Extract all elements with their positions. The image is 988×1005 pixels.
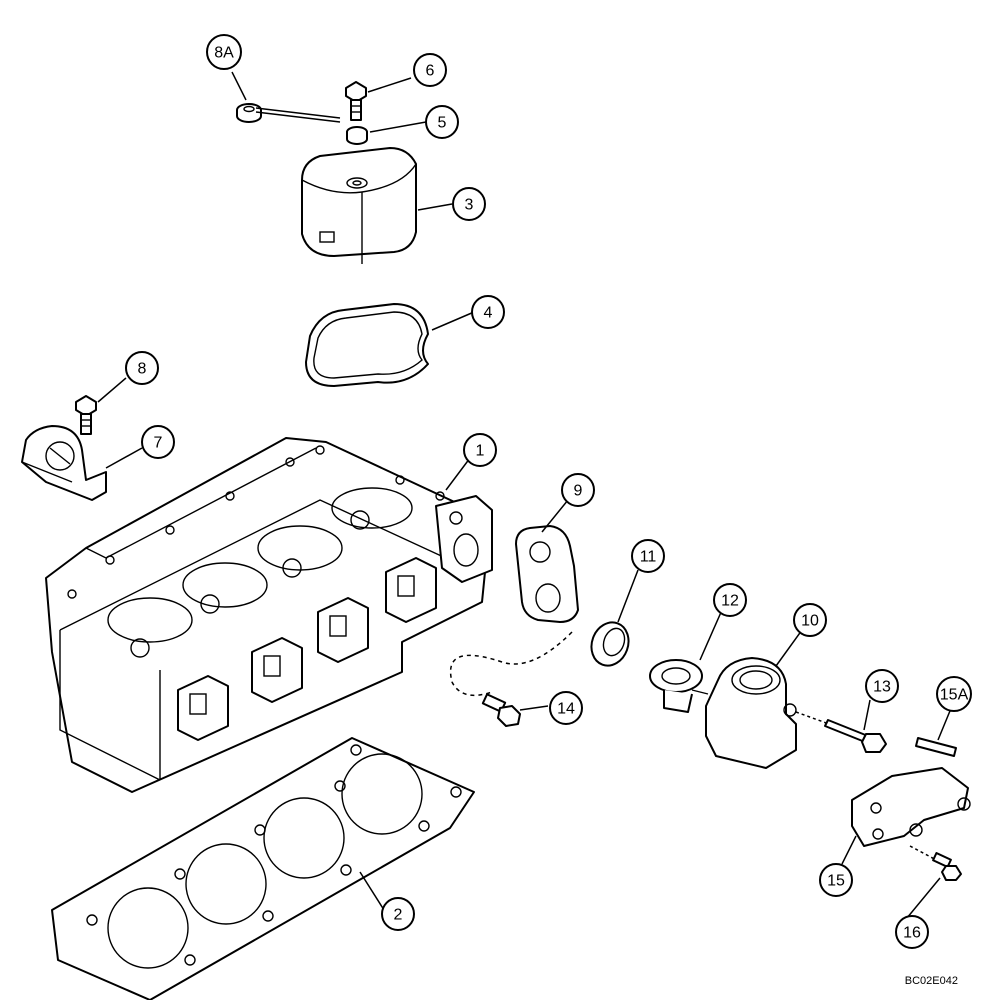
callout-number: 9 <box>574 483 583 500</box>
part-7-lifting-bracket <box>21 425 107 501</box>
callout-circle <box>413 53 447 87</box>
callout-circle <box>381 897 415 931</box>
callout-circle <box>471 295 505 329</box>
callout-13: 13 <box>865 669 899 703</box>
callout-15: 15 <box>819 863 853 897</box>
callout-number: 10 <box>801 613 819 630</box>
callout-number: 4 <box>484 305 493 322</box>
callout-16: 16 <box>895 915 929 949</box>
part-1-cylinder-head <box>45 437 493 793</box>
part-11-seal-ring <box>590 621 630 667</box>
callout-number: 15A <box>940 687 969 704</box>
part-4-cover-gasket <box>305 303 429 387</box>
callout-4: 4 <box>471 295 505 329</box>
reference-code: BC02E042 <box>905 975 958 987</box>
part-8a-washer <box>236 103 262 123</box>
callout-6: 6 <box>413 53 447 87</box>
part-3-valve-cover <box>301 147 417 264</box>
callout-circle <box>549 691 583 725</box>
callout-number: 8A <box>214 45 234 62</box>
callout-circle <box>936 676 972 712</box>
part-15a-pin <box>915 737 957 757</box>
part-14-bolt <box>481 693 521 727</box>
callout-number: 11 <box>640 549 657 566</box>
callout-number: 16 <box>903 925 921 942</box>
callout-circle <box>452 187 486 221</box>
callout-12: 12 <box>713 583 747 617</box>
callout-number: 7 <box>154 435 163 452</box>
callout-7: 7 <box>141 425 175 459</box>
callout-circle <box>425 105 459 139</box>
callout-9: 9 <box>561 473 595 507</box>
callout-circle <box>895 915 929 949</box>
callout-number: 15 <box>827 873 845 890</box>
callout-3: 3 <box>452 187 486 221</box>
callout-circle <box>206 34 242 70</box>
callout-10: 10 <box>793 603 827 637</box>
callout-number: 8 <box>138 361 147 378</box>
callout-circle <box>631 539 665 573</box>
part-8-bolt <box>75 395 97 435</box>
callout-number: 2 <box>394 907 403 924</box>
part-2-head-gasket <box>51 737 475 1001</box>
callout-2: 2 <box>381 897 415 931</box>
callout-14: 14 <box>549 691 583 725</box>
callout-number: 6 <box>426 63 435 80</box>
callout-8: 8 <box>125 351 159 385</box>
callout-number: 14 <box>557 701 575 718</box>
callout-circle <box>713 583 747 617</box>
callout-circle <box>865 669 899 703</box>
alignment-guide-line <box>449 631 573 697</box>
callout-1: 1 <box>463 433 497 467</box>
callout-circle <box>793 603 827 637</box>
callout-circle <box>561 473 595 507</box>
part-9-outlet-gasket <box>515 525 579 623</box>
callout-8a: 8A <box>206 34 242 70</box>
callout-15a: 15A <box>936 676 972 712</box>
callout-circle <box>125 351 159 385</box>
callout-number: 13 <box>873 679 891 696</box>
callout-number: 3 <box>465 197 474 214</box>
callout-circle <box>819 863 853 897</box>
part-16-bolt <box>932 851 962 881</box>
callout-number: 12 <box>721 593 739 610</box>
part-6-bolt <box>345 81 367 121</box>
part-10-thermostat-housing <box>705 657 841 769</box>
part-5-seal <box>346 126 368 145</box>
callout-5: 5 <box>425 105 459 139</box>
part-15-bracket <box>851 767 971 863</box>
part-13-bolt <box>824 719 887 753</box>
callout-circle <box>463 433 497 467</box>
callout-number: 1 <box>476 443 485 460</box>
callout-number: 5 <box>438 115 447 132</box>
callout-11: 11 <box>631 539 665 573</box>
part-12-thermostat <box>649 659 709 713</box>
callout-circle <box>141 425 175 459</box>
